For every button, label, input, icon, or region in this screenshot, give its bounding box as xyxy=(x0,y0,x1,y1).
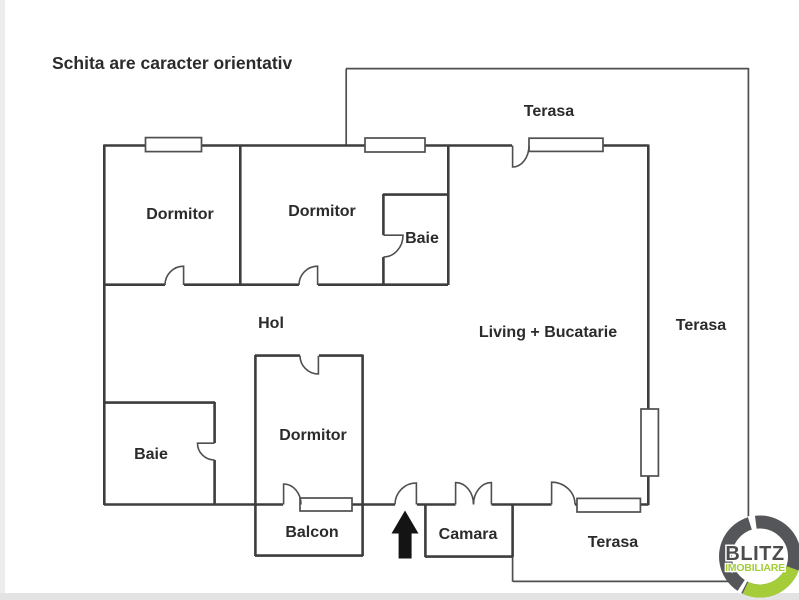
door-dormitor-1 xyxy=(164,265,185,286)
room-label-baie-top: Baie xyxy=(405,230,439,247)
page-bottom-edge xyxy=(0,593,799,600)
door-living-terasa-top xyxy=(511,145,530,168)
logo-ring-notch-bottom-left xyxy=(737,579,748,594)
room-label-dormitor-2: Dormitor xyxy=(288,203,356,220)
doors xyxy=(164,145,576,505)
logo-inner-disc xyxy=(731,527,789,586)
door-dormitor-3-balcon xyxy=(282,483,302,505)
door-baie-top xyxy=(383,234,404,258)
window-living-right xyxy=(640,408,660,477)
room-label-dormitor-3: Dormitor xyxy=(279,427,347,444)
window-dormitor-1 xyxy=(144,136,203,153)
room-label-balcon: Balcon xyxy=(285,524,338,541)
window-dormitor-2 xyxy=(364,137,426,153)
door-dormitor-2 xyxy=(298,265,319,286)
page-left-edge xyxy=(0,0,5,600)
room-label-dormitor-1: Dormitor xyxy=(146,206,214,223)
room-label-terasa-top: Terasa xyxy=(524,103,575,120)
walls xyxy=(103,144,650,558)
room-label-terasa-bottom: Terasa xyxy=(588,534,639,551)
door-dormitor-3 xyxy=(299,355,320,375)
logo-tagline-text: IMOBILIARE xyxy=(725,562,785,574)
entrance-arrow-icon xyxy=(391,510,419,559)
door-baie-bottom xyxy=(196,442,215,461)
door-camara-left-leaf xyxy=(454,481,475,505)
logo-brand-text: BLITZ xyxy=(725,543,784,565)
blitz-imobiliare-logo: BLITZ IMOBILIARE xyxy=(719,514,799,598)
plan-disclaimer-title: Schita are caracter orientativ xyxy=(52,53,293,73)
door-entrance xyxy=(394,482,418,505)
room-labels: Schita are caracter orientativ Dormitor … xyxy=(52,53,726,551)
room-label-terasa-right: Terasa xyxy=(676,317,727,334)
windows xyxy=(144,136,660,513)
window-dormitor-3-balcon xyxy=(299,497,353,512)
room-label-baie-bottom: Baie xyxy=(134,446,168,463)
terrace-outline xyxy=(345,67,750,583)
wall-balcon xyxy=(254,505,364,557)
logo-ring-notch-top xyxy=(747,514,757,531)
window-living-bottom xyxy=(576,497,642,513)
door-living-terasa-bottom xyxy=(550,481,576,505)
window-living-top xyxy=(528,137,604,153)
logo-ring-green-arc xyxy=(742,565,799,598)
room-label-camara: Camara xyxy=(439,526,498,543)
wall-camara xyxy=(424,505,514,558)
room-label-living-bucatarie: Living + Bucatarie xyxy=(479,324,617,341)
door-camara-right-leaf xyxy=(472,481,493,505)
room-label-hol: Hol xyxy=(258,315,284,332)
